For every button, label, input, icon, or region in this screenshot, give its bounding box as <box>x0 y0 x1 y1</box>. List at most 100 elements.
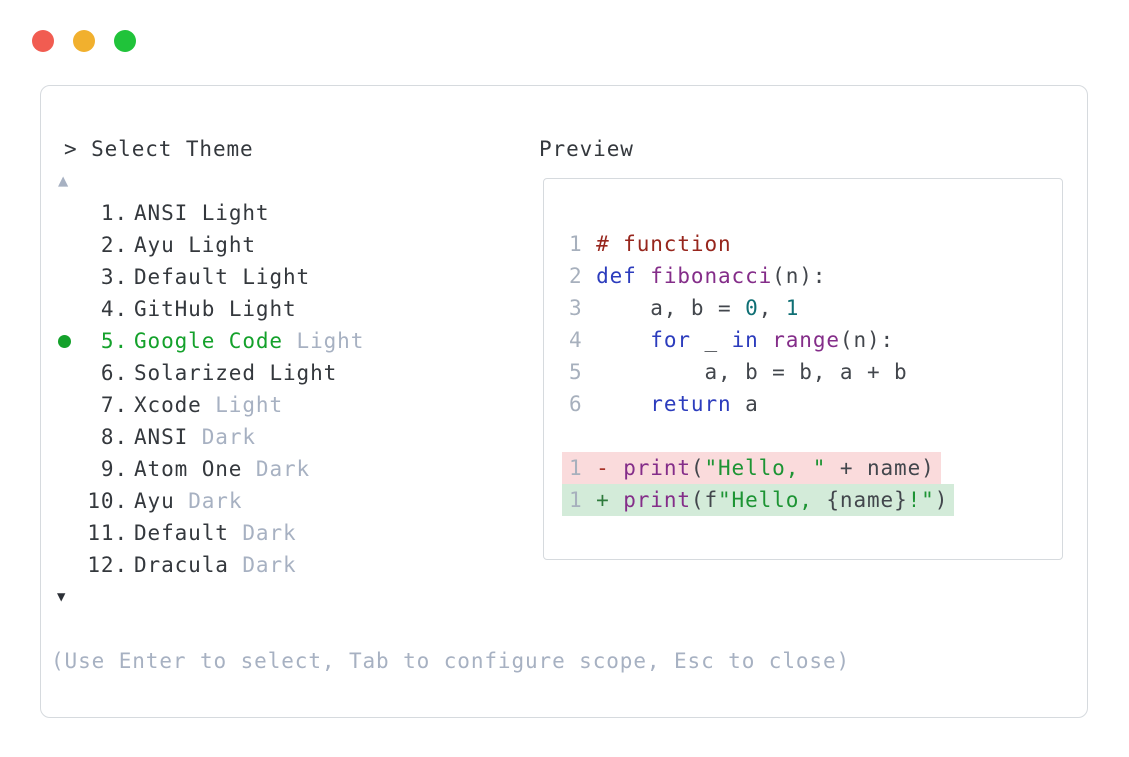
theme-number: 9. <box>100 457 128 481</box>
code-token <box>637 264 651 288</box>
code-token: a, b = b, a + b <box>596 360 908 384</box>
theme-name: Xcode <box>134 393 202 417</box>
code-token <box>596 392 650 416</box>
code-token: !" <box>907 488 935 512</box>
line-number: 1 <box>569 456 597 480</box>
code-token <box>759 328 773 352</box>
line-number: 5 <box>569 360 597 384</box>
theme-name: Ayu <box>134 233 175 257</box>
code-token: ) <box>934 488 949 512</box>
theme-variant: Light <box>188 233 256 257</box>
code-token: - <box>596 456 610 480</box>
theme-label: Default Dark <box>134 517 297 549</box>
code-line: 1 # function <box>562 228 738 260</box>
code-text: return a <box>596 392 759 416</box>
theme-number: 2. <box>100 233 128 257</box>
theme-variant: Dark <box>242 521 297 545</box>
theme-label: Google Code Light <box>134 325 364 357</box>
scroll-down-icon[interactable]: ▼ <box>57 589 66 605</box>
minimize-button[interactable] <box>73 30 95 52</box>
theme-option[interactable]: 9.Atom One Dark <box>41 453 541 485</box>
theme-number: 1. <box>100 201 128 225</box>
theme-label: Dracula Dark <box>134 549 297 581</box>
line-number: 1 <box>569 488 597 512</box>
theme-name: ANSI <box>134 201 189 225</box>
code-line: 3 a, b = 0, 1 <box>562 292 805 324</box>
theme-option[interactable]: 10.Ayu Dark <box>41 485 541 517</box>
theme-number: 12. <box>87 553 128 577</box>
theme-label: ANSI Light <box>134 197 269 229</box>
code-token: # function <box>596 232 732 256</box>
code-text: + print(f"Hello, {name}!") <box>596 488 948 512</box>
maximize-button[interactable] <box>114 30 136 52</box>
theme-variant: Light <box>242 265 311 289</box>
theme-label: Xcode Light <box>134 389 283 421</box>
theme-option[interactable]: 2.Ayu Light <box>41 229 541 261</box>
theme-name: Dracula <box>134 553 229 577</box>
theme-option[interactable]: 6.Solarized Light <box>41 357 541 389</box>
theme-variant: Light <box>228 297 297 321</box>
theme-name: GitHub <box>134 297 216 321</box>
code-text: a, b = b, a + b <box>596 360 908 384</box>
close-button[interactable] <box>32 30 54 52</box>
code-token: + <box>596 488 610 512</box>
theme-list: 1.ANSI Light 2.Ayu Light 3.Default Light… <box>41 197 541 581</box>
theme-number: 6. <box>100 361 128 385</box>
code-token: (f <box>690 488 718 512</box>
line-number: 1 <box>569 232 597 256</box>
code-token <box>610 488 624 512</box>
theme-number: 5. <box>100 329 128 353</box>
theme-variant: Light <box>269 361 338 385</box>
theme-number: 11. <box>87 521 128 545</box>
code-token: print <box>623 488 691 512</box>
code-token: def <box>596 264 637 288</box>
theme-variant: Light <box>201 201 270 225</box>
code-line <box>562 420 575 452</box>
code-token: (n): <box>772 264 827 288</box>
theme-option[interactable]: 12.Dracula Dark <box>41 549 541 581</box>
code-line: 2 def fibonacci(n): <box>562 260 832 292</box>
theme-option[interactable]: 1.ANSI Light <box>41 197 541 229</box>
theme-name: Default <box>134 265 229 289</box>
code-token: a, b = <box>596 296 746 320</box>
picker-title: > Select Theme <box>64 137 254 161</box>
theme-label: GitHub Light <box>134 293 297 325</box>
theme-variant: Dark <box>242 553 297 577</box>
code-line: 4 for _ in range(n): <box>562 324 900 356</box>
theme-option[interactable]: 7.Xcode Light <box>41 389 541 421</box>
code-text: def fibonacci(n): <box>596 264 826 288</box>
code-token: for <box>650 328 691 352</box>
theme-name: Atom One <box>134 457 243 481</box>
theme-variant: Light <box>296 329 365 353</box>
code-token: print <box>623 456 691 480</box>
theme-label: Solarized Light <box>134 357 337 389</box>
code-token <box>596 328 650 352</box>
preview-title: Preview <box>539 137 634 161</box>
code-token: fibonacci <box>650 264 773 288</box>
theme-name: Solarized <box>134 361 256 385</box>
code-token: "Hello, " <box>704 456 827 480</box>
line-number: 6 <box>569 392 597 416</box>
theme-option[interactable]: 5.Google Code Light <box>41 325 541 357</box>
theme-number: 10. <box>87 489 128 513</box>
keyboard-hint: (Use Enter to select, Tab to configure s… <box>51 649 851 673</box>
code-token: return <box>650 392 732 416</box>
theme-option[interactable]: 11.Default Dark <box>41 517 541 549</box>
theme-variant: Dark <box>255 457 311 481</box>
code-line: 6 return a <box>562 388 765 420</box>
preview-pane: 1 # function 2 def fibonacci(n): 3 a, b … <box>543 178 1063 560</box>
code-sample: 1 # function 2 def fibonacci(n): 3 a, b … <box>544 228 955 516</box>
theme-option[interactable]: 8.ANSI Dark <box>41 421 541 453</box>
theme-number: 3. <box>100 265 128 289</box>
theme-variant: Dark <box>201 425 256 449</box>
code-text: - print("Hello, " + name) <box>596 456 935 480</box>
theme-number: 8. <box>100 425 128 449</box>
theme-option[interactable]: 4.GitHub Light <box>41 293 541 325</box>
theme-option[interactable]: 3.Default Light <box>41 261 541 293</box>
theme-number: 7. <box>100 393 128 417</box>
code-token <box>610 456 624 480</box>
theme-name: ANSI <box>134 425 189 449</box>
code-token: a <box>731 392 759 416</box>
scroll-up-icon[interactable]: ▲ <box>58 171 69 191</box>
theme-variant: Light <box>215 393 283 417</box>
